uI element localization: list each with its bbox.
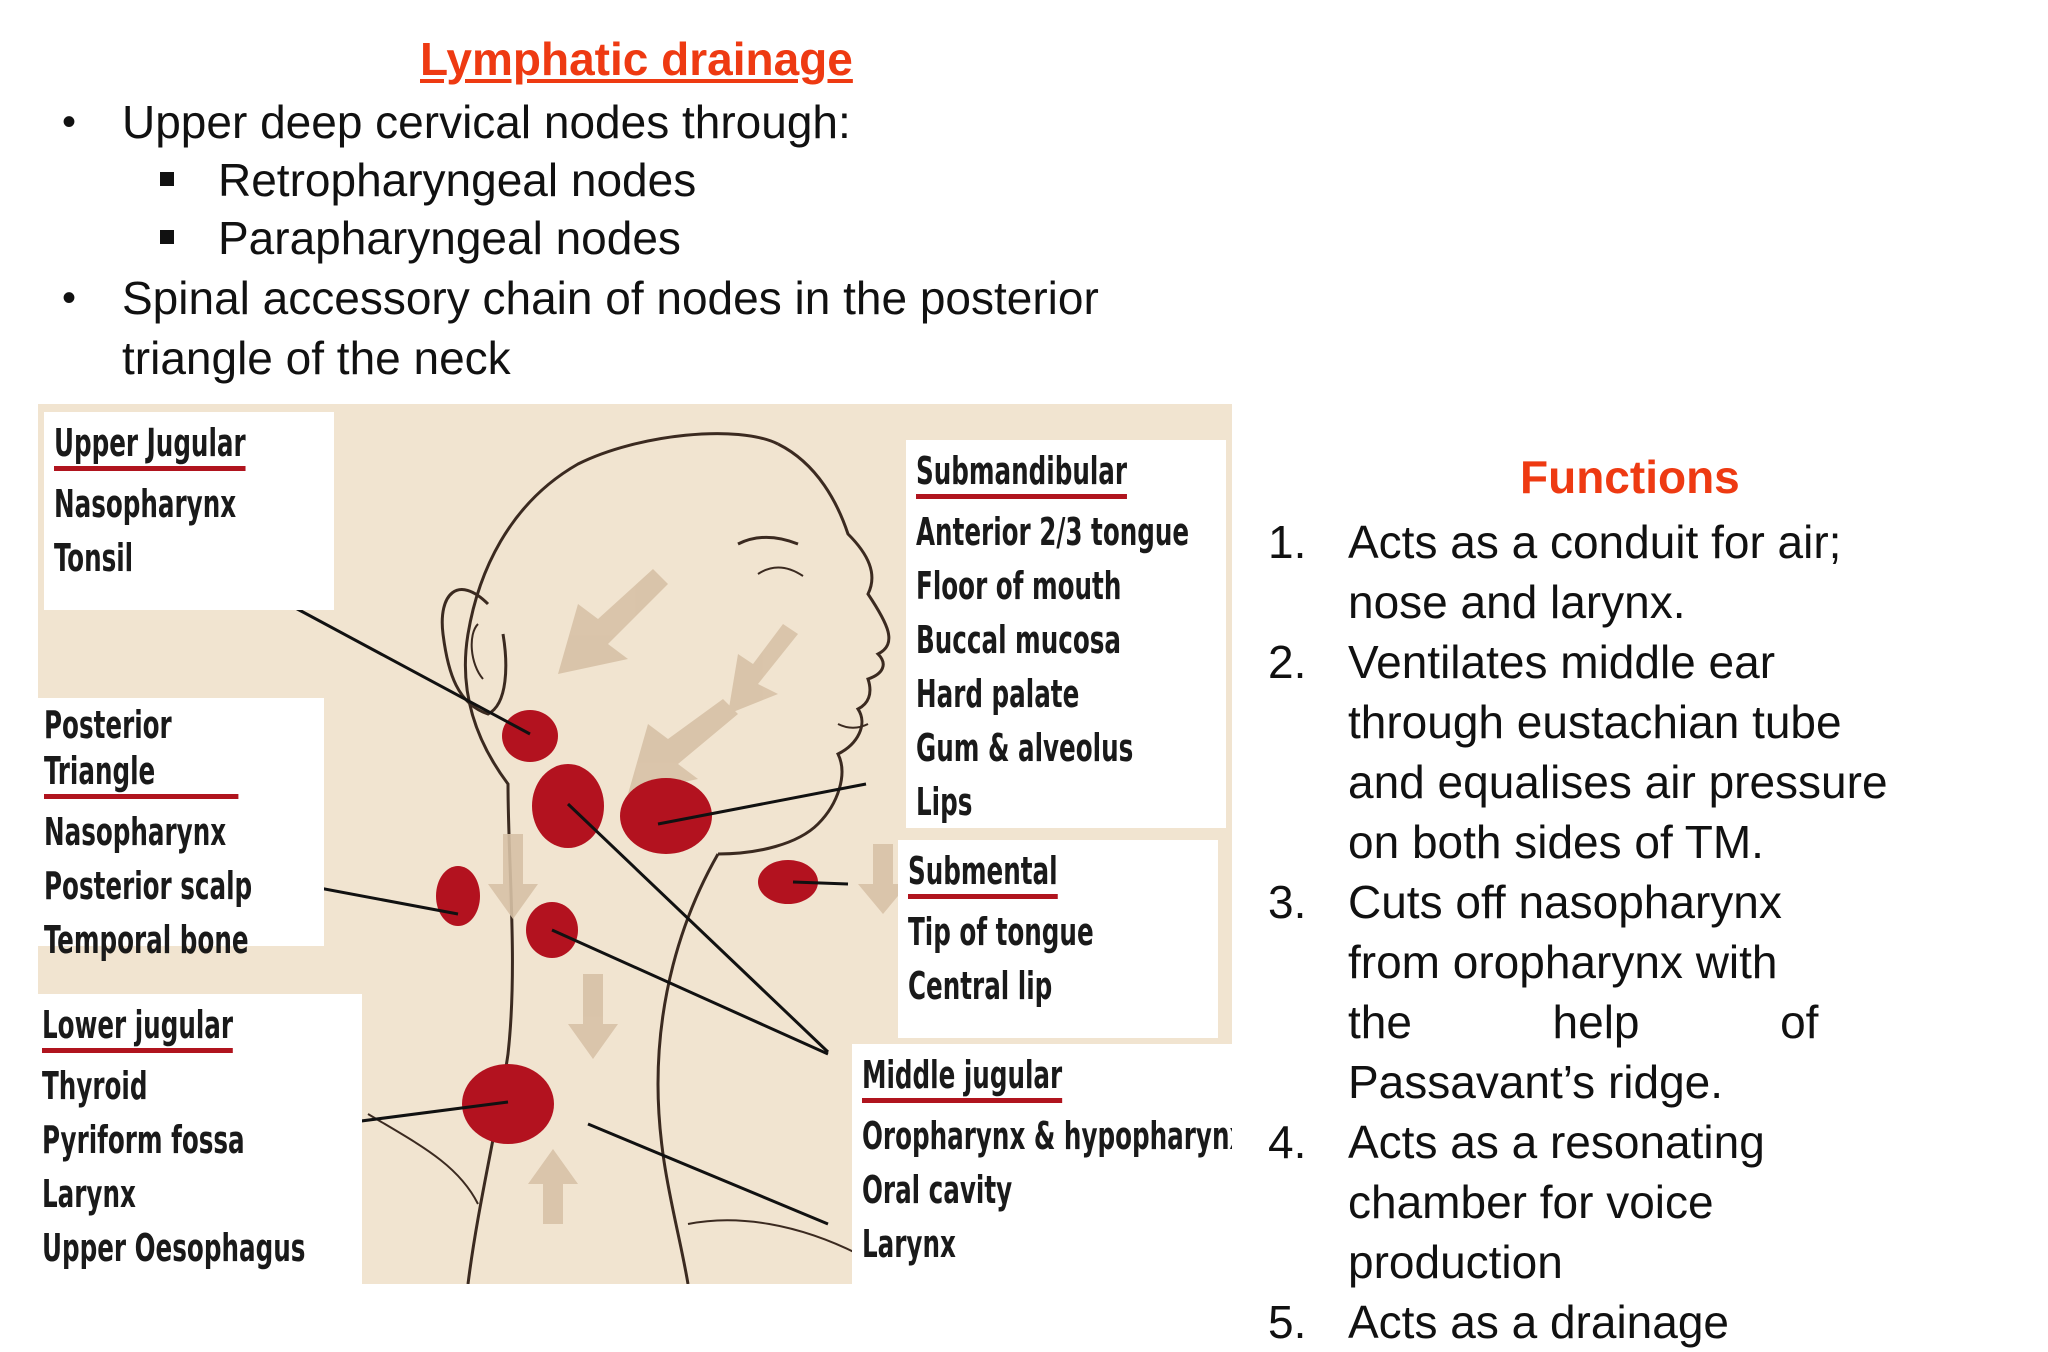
label-item: Central lip	[908, 964, 1053, 1008]
label-posterior-triangle: Posterior Triangle Nasopharynx Posterior…	[38, 698, 324, 962]
label-heading: Submandibular	[916, 448, 1128, 499]
item-line: Acts as a drainage	[1348, 1296, 1730, 1348]
label-item: Tonsil	[54, 536, 134, 580]
label-item: Thyroid	[42, 1064, 148, 1108]
item-number: 2.	[1268, 636, 1307, 688]
bullet-text-line2: triangle of the neck	[122, 332, 511, 384]
item-number: 1.	[1268, 516, 1307, 568]
bullet-dot: •	[62, 100, 77, 144]
function-item-1: 1. Acts as a conduit for air; nose and l…	[1268, 512, 1928, 632]
item-line: through eustachian tube	[1348, 696, 1842, 748]
label-item: Floor of mouth	[916, 564, 1122, 608]
label-heading: Lower jugular	[42, 1002, 234, 1053]
label-middle-jugular: Middle jugular Oropharynx & hypopharynx …	[852, 1044, 1232, 1284]
sub-bullet-retropharyngeal: Retropharyngeal nodes	[160, 150, 697, 210]
label-item: Oropharynx & hypopharynx	[862, 1114, 1232, 1158]
label-item: Larynx	[862, 1222, 956, 1266]
function-item-2: 2. Ventilates middle ear through eustach…	[1268, 632, 1928, 872]
label-item: Nasopharynx	[54, 482, 237, 526]
sub-bullet-parapharyngeal: Parapharyngeal nodes	[160, 208, 681, 268]
function-item-3: 3. Cuts off nasopharynx from oropharynx …	[1268, 872, 1928, 1112]
label-item: Pyriform fossa	[42, 1118, 245, 1162]
item-line: Ventilates middle ear	[1348, 636, 1776, 688]
label-item: Nasopharynx	[44, 810, 227, 854]
label-heading: Middle jugular	[862, 1052, 1063, 1103]
bullet-dot: •	[62, 276, 77, 320]
lymphatic-drainage-title: Lymphatic drainage	[420, 33, 853, 85]
square-bullet	[160, 230, 174, 244]
label-item: Upper Oesophagus	[42, 1226, 306, 1270]
label-heading: Submental	[908, 848, 1058, 899]
functions-title: Functions	[1520, 451, 1740, 503]
function-item-4: 4. Acts as a resonating chamber for voic…	[1268, 1112, 1928, 1292]
label-lower-jugular: Lower jugular Thyroid Pyriform fossa Lar…	[38, 994, 362, 1284]
square-bullet	[160, 172, 174, 186]
function-item-5: 5. Acts as a drainage	[1268, 1292, 1928, 1352]
label-submental: Submental Tip of tongue Central lip	[898, 840, 1218, 1038]
functions-list: 1. Acts as a conduit for air; nose and l…	[1268, 512, 1928, 1352]
item-line: Acts as a resonating	[1348, 1116, 1765, 1168]
label-heading: Upper Jugular	[54, 420, 246, 471]
label-item: Oral cavity	[862, 1168, 1013, 1212]
item-line: Passavant’s ridge.	[1348, 1056, 1724, 1108]
label-submandibular: Submandibular Anterior 2/3 tongue Floor …	[906, 440, 1226, 828]
label-heading: Posterior Triangle	[44, 702, 239, 799]
label-item: Buccal mucosa	[916, 618, 1122, 662]
item-line: production	[1348, 1236, 1563, 1288]
label-upper-jugular: Upper Jugular Nasopharynx Tonsil	[44, 412, 334, 610]
item-line: from oropharynx with	[1348, 936, 1778, 988]
item-line: chamber for voice	[1348, 1176, 1714, 1228]
label-item: Anterior 2/3 tongue	[916, 510, 1190, 554]
bullet-upper-deep-cervical: • Upper deep cervical nodes through:	[62, 92, 851, 152]
label-item: Gum & alveolus	[916, 726, 1134, 770]
label-item: Lips	[916, 780, 973, 824]
neck-illustration	[287, 432, 908, 1284]
label-item: Tip of tongue	[908, 910, 1094, 954]
label-item: Posterior scalp	[44, 864, 253, 908]
item-line: nose and larynx.	[1348, 576, 1686, 628]
item-line: the help of	[1348, 996, 1819, 1048]
item-number: 5.	[1268, 1296, 1307, 1348]
bullet-spinal-accessory: • Spinal accessory chain of nodes in the…	[62, 268, 1099, 388]
item-number: 3.	[1268, 876, 1307, 928]
item-number: 4.	[1268, 1116, 1307, 1168]
item-line: Cuts off nasopharynx	[1348, 876, 1782, 928]
bullet-text-line1: Spinal accessory chain of nodes in the p…	[122, 272, 1099, 324]
label-item: Larynx	[42, 1172, 136, 1216]
item-line: and equalises air pressure	[1348, 756, 1888, 808]
sub-bullet-text: Parapharyngeal nodes	[218, 212, 681, 264]
item-line: Acts as a conduit for air;	[1348, 516, 1842, 568]
item-line: on both sides of TM.	[1348, 816, 1764, 868]
label-item: Hard palate	[916, 672, 1080, 716]
label-item: Temporal bone	[44, 918, 249, 962]
bullet-text: Upper deep cervical nodes through:	[122, 96, 851, 148]
sub-bullet-text: Retropharyngeal nodes	[218, 154, 697, 206]
neck-lymph-node-diagram: Upper Jugular Nasopharynx Tonsil Posteri…	[38, 404, 1232, 1284]
